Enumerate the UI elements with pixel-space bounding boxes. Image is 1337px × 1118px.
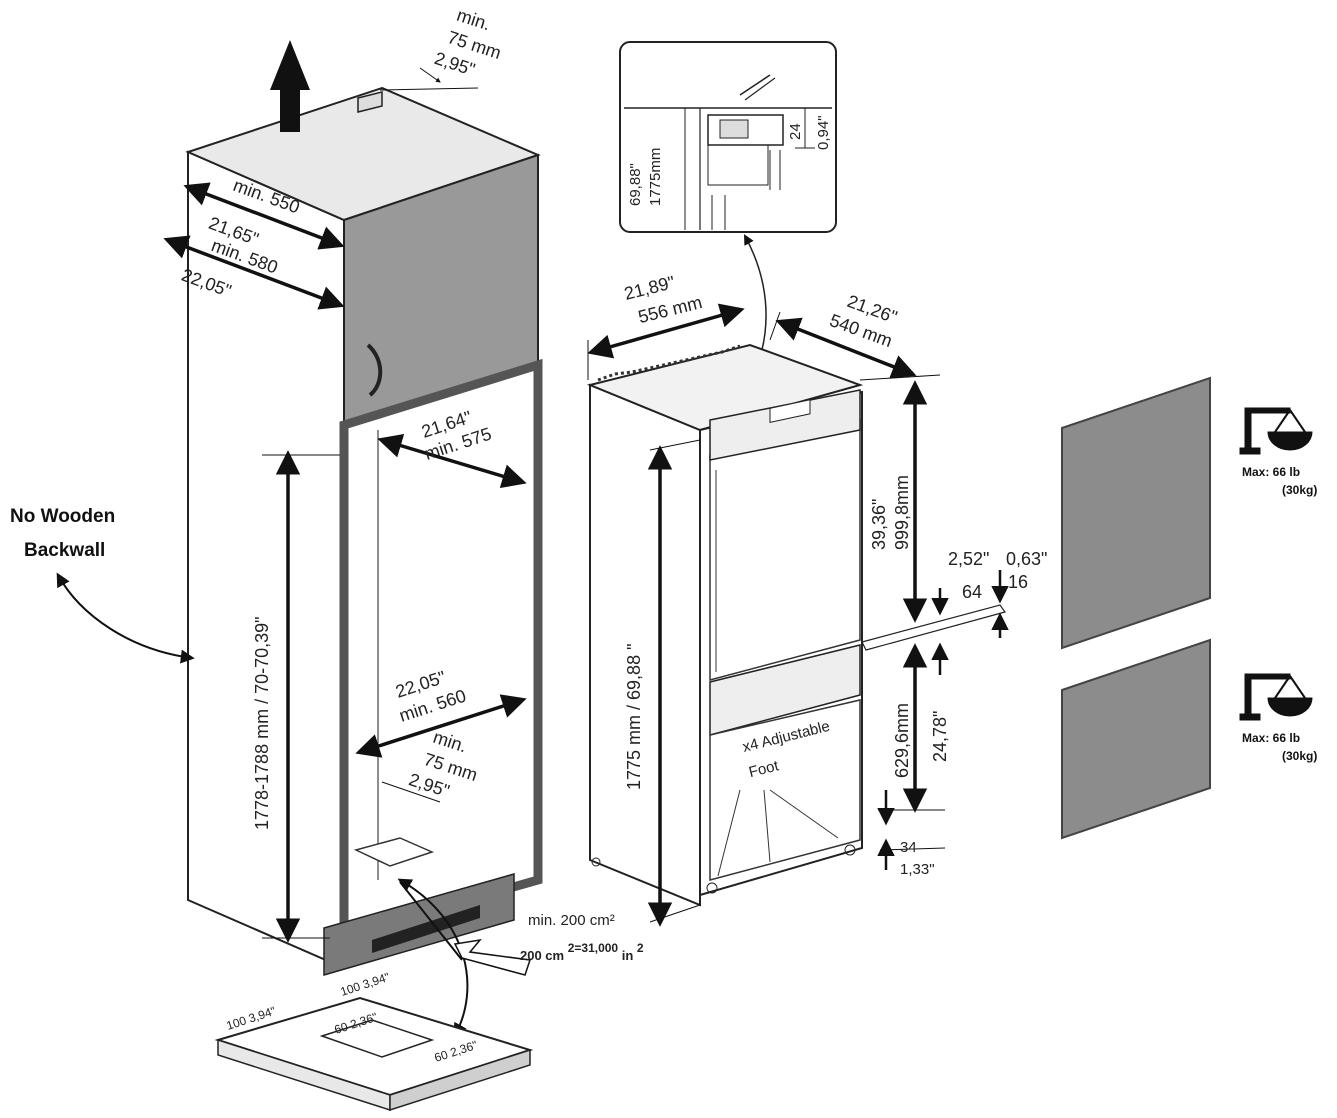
gap-mm-right: 16 — [1008, 572, 1028, 592]
svg-text:200 cm 2=31,000 in: 200 cm 2=31,000 in 2 — [520, 940, 644, 963]
panel-upper-kg: (30kg) — [1282, 483, 1317, 497]
gap-in-right: 0,63" — [1006, 549, 1047, 569]
inset-gap-mm: 24 — [787, 123, 804, 140]
backwall-label: Backwall — [24, 540, 105, 561]
no-wooden-label: No Wooden — [10, 506, 115, 527]
upper-door-mm: 999,8mm — [892, 475, 912, 550]
gap-in-left: 2,52" — [948, 549, 989, 569]
inset-gap-in: 0,94" — [815, 115, 832, 150]
fridge — [586, 343, 1006, 907]
airflow-up-icon — [270, 40, 310, 132]
foot-clearance-mm: 34 — [900, 839, 917, 856]
gap-mm-left: 64 — [962, 582, 982, 602]
lower-door-mm: 629,6mm — [892, 703, 912, 778]
fridge-height-label: 1775 mm / 69,88 " — [624, 644, 644, 790]
scale-icon — [1239, 673, 1313, 721]
lower-door-in: 24,78" — [930, 711, 950, 762]
feet-label-foot: Foot — [747, 757, 781, 781]
vent-formula: 200 cm — [520, 948, 564, 963]
fridge-dimensions — [587, 303, 928, 927]
cabinet-dimensions — [163, 182, 527, 943]
door-panel-upper — [1061, 376, 1211, 650]
vent-formula-tail: 2=31,000 — [568, 941, 619, 955]
upper-door-in: 39,36" — [869, 499, 889, 550]
vent-formula-unit: in — [622, 948, 634, 963]
base-right-label: 100 3,94" — [339, 970, 392, 999]
base-plate — [214, 996, 534, 1112]
airflow-inlet-icon — [453, 938, 531, 976]
foot-clearance-in: 1,33" — [900, 861, 935, 878]
niche-height-label: 1778-1788 mm / 70-70,39" — [252, 616, 272, 830]
scale-icon — [1239, 407, 1313, 455]
vent-min-label: min. 200 cm² — [528, 912, 615, 929]
panel-upper-max: Max: 66 lb — [1242, 465, 1300, 479]
panel-lower-max: Max: 66 lb — [1242, 731, 1300, 745]
inset-height-mm: 1775mm — [647, 148, 664, 206]
vent-formula-exp: 2 — [637, 941, 644, 955]
door-panel-lower — [1061, 638, 1211, 840]
inset-height-in: 69,88" — [627, 163, 644, 206]
panel-lower-kg: (30kg) — [1282, 749, 1317, 763]
